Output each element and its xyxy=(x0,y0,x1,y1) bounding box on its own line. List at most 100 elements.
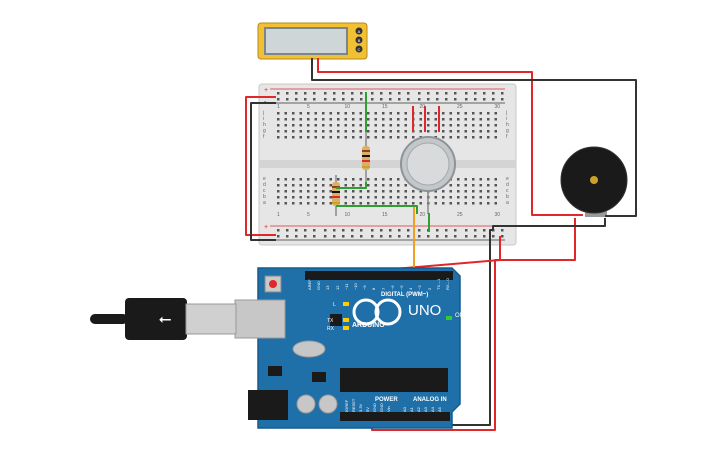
breadboard-hole[interactable] xyxy=(457,178,460,181)
breadboard-hole[interactable] xyxy=(442,202,445,205)
breadboard-hole[interactable] xyxy=(397,124,400,127)
breadboard-hole[interactable] xyxy=(359,190,363,193)
breadboard-hole[interactable] xyxy=(449,112,453,115)
breadboard-hole[interactable] xyxy=(374,196,378,199)
breadboard-hole[interactable] xyxy=(494,118,498,121)
breadboard-hole[interactable] xyxy=(382,184,385,187)
breadboard-hole[interactable] xyxy=(419,112,423,115)
breadboard-hole[interactable] xyxy=(337,178,340,181)
rail-hole[interactable] xyxy=(342,98,345,101)
breadboard-hole[interactable] xyxy=(367,190,370,193)
rail-hole[interactable] xyxy=(407,92,410,95)
breadboard-hole[interactable] xyxy=(487,184,490,187)
breadboard-hole[interactable] xyxy=(457,202,460,205)
rail-hole[interactable] xyxy=(333,98,336,101)
breadboard-hole[interactable] xyxy=(344,118,348,121)
breadboard-hole[interactable] xyxy=(337,136,340,139)
breadboard-hole[interactable] xyxy=(397,118,400,121)
rail-hole[interactable] xyxy=(465,229,468,232)
breadboard-hole[interactable] xyxy=(352,130,355,133)
breadboard-hole[interactable] xyxy=(442,136,445,139)
breadboard-hole[interactable] xyxy=(322,130,325,133)
breadboard-hole[interactable] xyxy=(359,178,363,181)
breadboard-hole[interactable] xyxy=(352,112,355,115)
breadboard-hole[interactable] xyxy=(494,184,498,187)
breadboard-hole[interactable] xyxy=(329,136,333,139)
breadboard-hole[interactable] xyxy=(464,136,468,139)
breadboard-hole[interactable] xyxy=(419,196,423,199)
rail-hole[interactable] xyxy=(295,235,298,238)
rail-hole[interactable] xyxy=(324,92,327,95)
rail-hole[interactable] xyxy=(304,92,307,95)
breadboard-hole[interactable] xyxy=(344,184,348,187)
rail-hole[interactable] xyxy=(398,98,401,101)
breadboard-hole[interactable] xyxy=(374,202,378,205)
breadboard-hole[interactable] xyxy=(479,136,483,139)
rail-hole[interactable] xyxy=(454,92,457,95)
breadboard-hole[interactable] xyxy=(382,196,385,199)
breadboard-hole[interactable] xyxy=(307,118,310,121)
rail-hole[interactable] xyxy=(483,229,486,232)
rail-hole[interactable] xyxy=(418,92,421,95)
breadboard-hole[interactable] xyxy=(374,136,378,139)
breadboard-hole[interactable] xyxy=(457,184,460,187)
breadboard-hole[interactable] xyxy=(374,130,378,133)
breadboard-hole[interactable] xyxy=(457,190,460,193)
breadboard-hole[interactable] xyxy=(352,190,355,193)
breadboard-hole[interactable] xyxy=(314,184,318,187)
breadboard-hole[interactable] xyxy=(322,112,325,115)
breadboard-hole[interactable] xyxy=(299,178,303,181)
breadboard-hole[interactable] xyxy=(464,196,468,199)
breadboard-hole[interactable] xyxy=(404,190,408,193)
rail-hole[interactable] xyxy=(342,92,345,95)
breadboard-hole[interactable] xyxy=(494,178,498,181)
breadboard-hole[interactable] xyxy=(434,130,438,133)
breadboard-hole[interactable] xyxy=(479,190,483,193)
breadboard-hole[interactable] xyxy=(449,190,453,193)
breadboard-hole[interactable] xyxy=(359,202,363,205)
breadboard-hole[interactable] xyxy=(382,178,385,181)
breadboard-hole[interactable] xyxy=(292,184,295,187)
breadboard-hole[interactable] xyxy=(329,124,333,127)
breadboard-hole[interactable] xyxy=(404,112,408,115)
rail-hole[interactable] xyxy=(407,229,410,232)
breadboard-hole[interactable] xyxy=(479,196,483,199)
breadboard-hole[interactable] xyxy=(299,202,303,205)
breadboard-hole[interactable] xyxy=(352,178,355,181)
rail-hole[interactable] xyxy=(389,92,392,95)
breadboard-hole[interactable] xyxy=(449,124,453,127)
breadboard-hole[interactable] xyxy=(404,124,408,127)
breadboard-hole[interactable] xyxy=(404,196,408,199)
rail-hole[interactable] xyxy=(474,92,477,95)
rail-hole[interactable] xyxy=(342,229,345,232)
breadboard-hole[interactable] xyxy=(412,202,415,205)
rail-hole[interactable] xyxy=(501,229,504,232)
rail-hole[interactable] xyxy=(304,98,307,101)
breadboard-hole[interactable] xyxy=(389,118,393,121)
breadboard-hole[interactable] xyxy=(389,190,393,193)
rail-hole[interactable] xyxy=(427,98,430,101)
breadboard-hole[interactable] xyxy=(382,112,385,115)
rail-hole[interactable] xyxy=(474,229,477,232)
breadboard-hole[interactable] xyxy=(442,130,445,133)
breadboard-hole[interactable] xyxy=(307,202,310,205)
rail-hole[interactable] xyxy=(313,235,316,238)
breadboard-hole[interactable] xyxy=(494,112,498,115)
breadboard-hole[interactable] xyxy=(382,118,385,121)
breadboard-hole[interactable] xyxy=(397,178,400,181)
breadboard-hole[interactable] xyxy=(412,190,415,193)
breadboard-hole[interactable] xyxy=(367,178,370,181)
rail-hole[interactable] xyxy=(324,229,327,232)
breadboard-hole[interactable] xyxy=(359,130,363,133)
breadboard-hole[interactable] xyxy=(359,112,363,115)
breadboard-hole[interactable] xyxy=(292,178,295,181)
breadboard-hole[interactable] xyxy=(389,124,393,127)
rail-hole[interactable] xyxy=(324,235,327,238)
breadboard-hole[interactable] xyxy=(277,136,280,139)
breadboard-hole[interactable] xyxy=(487,112,490,115)
breadboard-hole[interactable] xyxy=(449,130,453,133)
lcd-module[interactable]: A B C xyxy=(257,22,368,60)
breadboard-hole[interactable] xyxy=(404,202,408,205)
breadboard-hole[interactable] xyxy=(479,112,483,115)
breadboard-hole[interactable] xyxy=(299,196,303,199)
